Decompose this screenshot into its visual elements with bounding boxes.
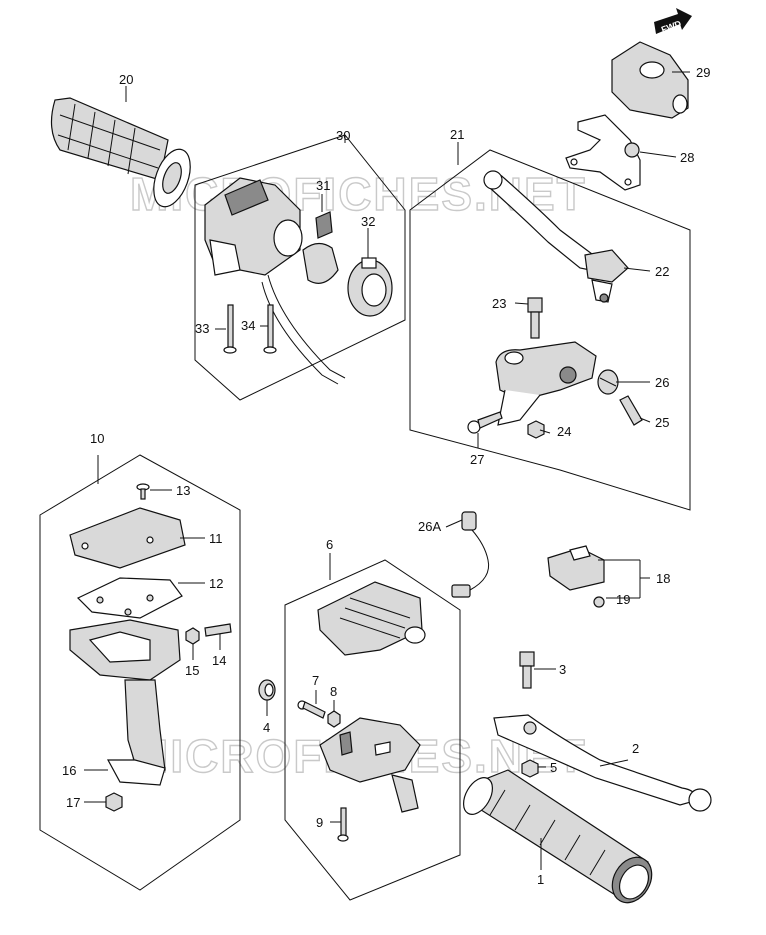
switch-housing-lower xyxy=(69,619,181,786)
grip-left-20 xyxy=(50,97,191,208)
callout-8: 8 xyxy=(330,684,337,699)
bolt-3 xyxy=(519,651,535,689)
callout-21: 21 xyxy=(450,127,464,142)
callout-9: 9 xyxy=(316,815,323,830)
screw-34 xyxy=(263,304,277,354)
callout-26A: 26A xyxy=(418,519,441,534)
callout-19: 19 xyxy=(616,592,630,607)
screw-25 xyxy=(619,395,643,426)
callout-10: 10 xyxy=(90,431,104,446)
master-housing xyxy=(495,341,597,426)
callout-28: 28 xyxy=(680,150,694,165)
callout-29: 29 xyxy=(696,65,710,80)
switch-knob-31 xyxy=(302,211,339,284)
housing-cover-11 xyxy=(69,507,186,569)
screw-7 xyxy=(297,700,326,719)
callout-23: 23 xyxy=(492,296,506,311)
cover-29 xyxy=(611,41,689,119)
switch-cover-6 xyxy=(317,581,426,656)
switch-cable-26A xyxy=(451,511,490,598)
callout-14: 14 xyxy=(212,653,226,668)
lever-2 xyxy=(493,714,712,812)
switch-body-lower xyxy=(319,717,421,813)
collar-32 xyxy=(347,257,393,317)
callout-3: 3 xyxy=(559,662,566,677)
callout-2: 2 xyxy=(632,741,639,756)
nut-17 xyxy=(105,792,123,812)
collar-4 xyxy=(258,679,276,701)
callout-12: 12 xyxy=(209,576,223,591)
nut-8 xyxy=(327,710,341,728)
switch-18 xyxy=(547,545,605,591)
callout-31: 31 xyxy=(316,178,330,193)
callout-24: 24 xyxy=(557,424,571,439)
callout-labels: 20 30 31 32 33 34 21 29 28 22 23 26 25 2… xyxy=(62,65,710,887)
screw-13 xyxy=(136,483,150,500)
callout-16: 16 xyxy=(62,763,76,778)
switch-assembly-30 xyxy=(204,177,346,385)
callout-11: 11 xyxy=(209,531,223,546)
screw-33 xyxy=(223,304,237,354)
group-box-6 xyxy=(284,559,461,901)
callout-22: 22 xyxy=(655,264,669,279)
callout-32: 32 xyxy=(361,214,375,229)
callout-20: 20 xyxy=(119,72,133,87)
bolt-23 xyxy=(527,297,543,339)
group-box-10 xyxy=(39,454,241,891)
callout-27: 27 xyxy=(470,452,484,467)
nut-5 xyxy=(521,759,539,778)
callout-6: 6 xyxy=(326,537,333,552)
bracket-28 xyxy=(565,114,641,191)
nut-24 xyxy=(527,420,545,439)
callout-26: 26 xyxy=(655,375,669,390)
callout-30: 30 xyxy=(336,128,350,143)
nut-15 xyxy=(185,627,200,645)
lever-bracket-22 xyxy=(584,249,629,303)
callout-5: 5 xyxy=(550,760,557,775)
callout-33: 33 xyxy=(195,321,209,336)
callout-34: 34 xyxy=(241,318,255,333)
screw-9 xyxy=(337,807,349,842)
callout-4: 4 xyxy=(263,720,270,735)
gasket-12 xyxy=(76,577,183,619)
leader-lines xyxy=(84,71,690,870)
screw-19 xyxy=(593,596,605,608)
lever-assembly-21 xyxy=(483,170,601,273)
callout-18: 18 xyxy=(656,571,670,586)
screw-14 xyxy=(204,623,232,637)
fwd-arrow-icon: FWD xyxy=(654,8,692,35)
group-box-21 xyxy=(409,149,691,511)
screw-27 xyxy=(467,411,503,434)
callout-25: 25 xyxy=(655,415,669,430)
callout-1: 1 xyxy=(537,872,544,887)
callout-13: 13 xyxy=(176,483,190,498)
callout-7: 7 xyxy=(312,673,319,688)
boot-26 xyxy=(597,369,619,395)
grip-right-1 xyxy=(462,769,653,904)
callout-15: 15 xyxy=(185,663,199,678)
callout-17: 17 xyxy=(66,795,80,810)
